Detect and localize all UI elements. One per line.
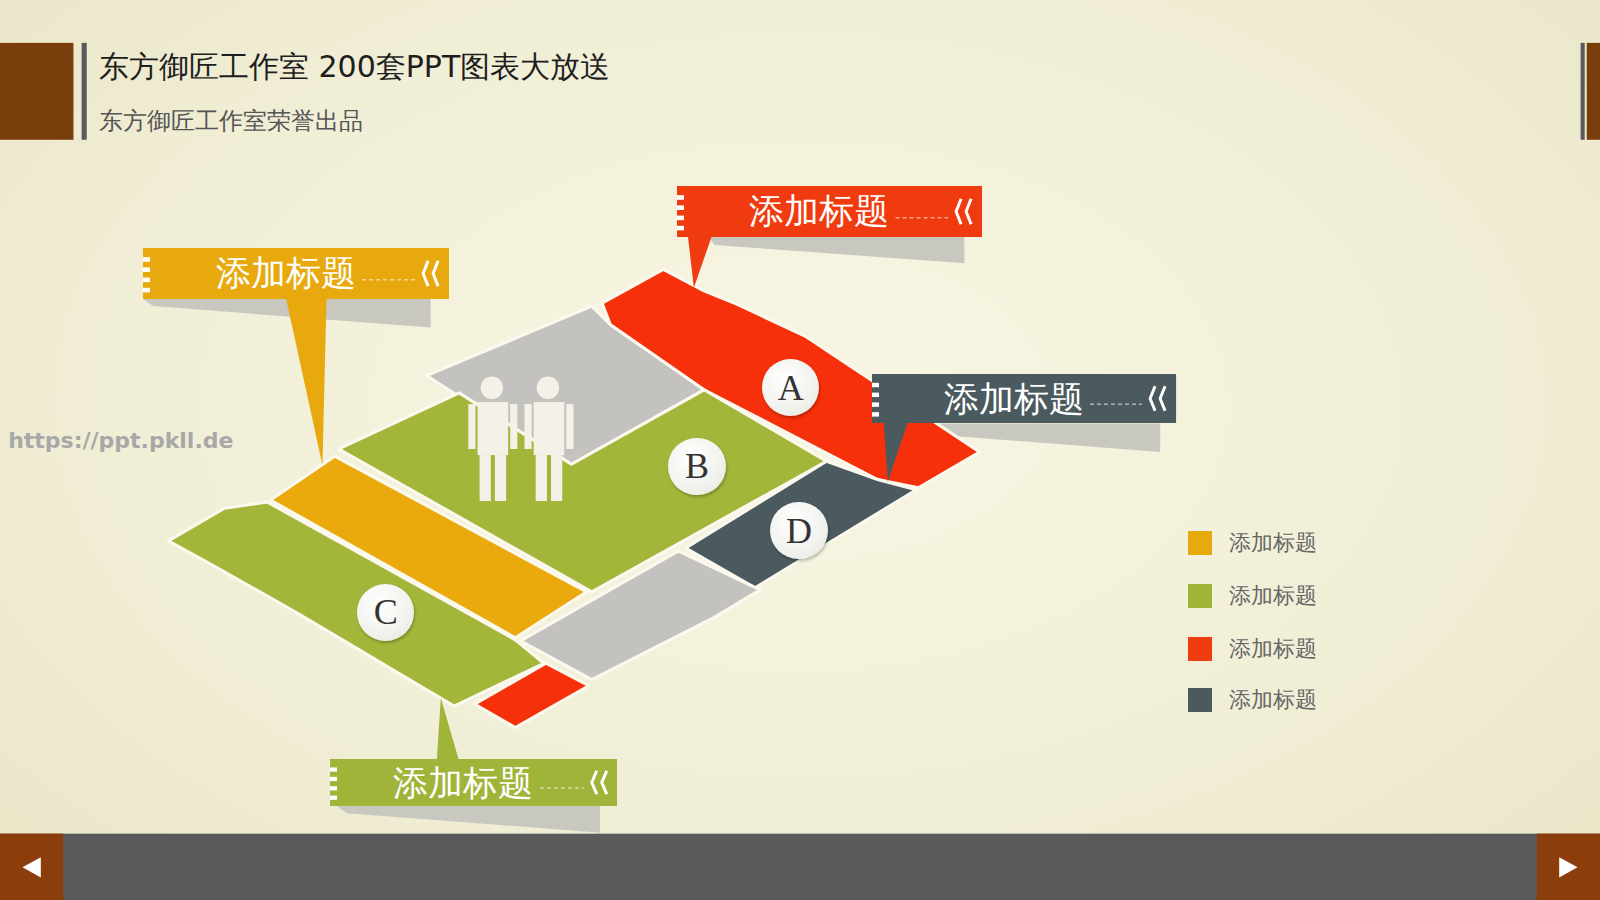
title-banner: 添加标题 [143,248,449,299]
banner-title: 添加标题 [216,253,356,293]
title-banner: 添加标题 [677,186,982,237]
title-banner: 添加标题 [872,374,1176,423]
nav-arrow [1559,857,1577,877]
title-banner: 添加标题 [330,759,618,806]
legend-text: 添加标题 [1229,687,1317,713]
header-rule [82,43,87,140]
legend-entry: 添加标题 [1188,580,1317,612]
banner-title: 添加标题 [944,379,1084,419]
legend-text: 添加标题 [1229,583,1317,609]
legend-swatch [1188,531,1212,555]
subtitle: 东方御匠工作室荣誉出品 [99,107,363,136]
footer-bar [0,834,1600,900]
callout-letter: C [374,594,398,630]
legend-entry: 添加标题 [1188,527,1317,559]
letter-circle: B [668,438,725,495]
legend-text: 添加标题 [1229,636,1317,662]
nav-button [0,834,63,900]
callout-letter: B [685,448,709,484]
nav-arrow [22,857,40,877]
legend-swatch [1188,637,1212,661]
legend-entry: 添加标题 [1188,684,1317,716]
callout-letter: A [778,370,804,406]
banner-pointer [688,235,712,288]
banner-pointer [286,297,327,465]
legend-swatch [1188,688,1212,712]
header-block [0,43,73,140]
legend-entry: 添加标题 [1188,633,1317,665]
banner-title: 添加标题 [393,763,533,803]
banner-pointer [437,698,459,761]
legend-text: 添加标题 [1229,530,1317,556]
banner-shadow [143,237,1160,833]
watermark: https://ppt.pkll.de [8,428,233,454]
page-title: 东方御匠工作室 200套PPT图表大放送 [99,49,610,85]
letter-circle: C [357,584,414,641]
callout-letter: D [786,513,812,549]
letter-circle: D [770,502,827,559]
legend-swatch [1188,584,1212,608]
platform [168,269,979,727]
banner-pointer [884,421,908,481]
banner-title: 添加标题 [749,191,889,231]
header-rule [1581,43,1585,140]
nav-button [1537,834,1600,900]
header-block [1587,43,1600,140]
people-icon [468,377,573,501]
